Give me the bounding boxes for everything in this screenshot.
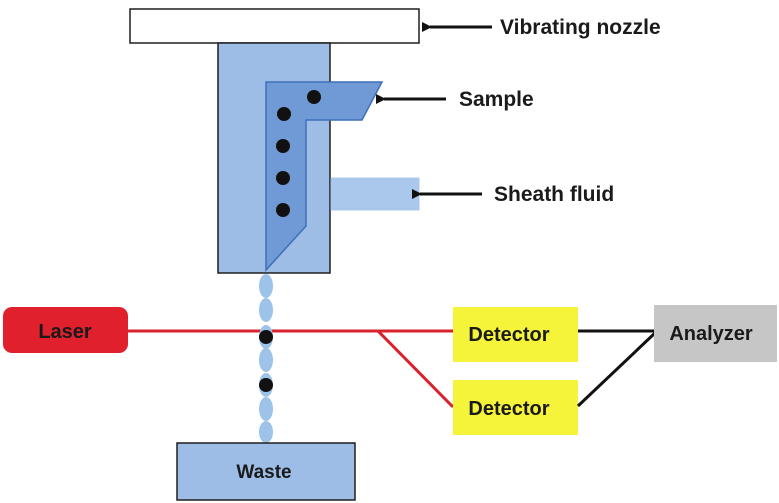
laser-label: Laser (38, 321, 92, 343)
pointer-arrows (376, 22, 492, 199)
vibrating-nozzle-label: Vibrating nozzle (500, 16, 661, 39)
cell-dot-icon (259, 378, 273, 392)
droplet-icon (259, 298, 273, 322)
cell-dot-icon (276, 203, 290, 217)
droplet-icon (259, 421, 273, 443)
sample-label: Sample (459, 88, 534, 111)
connection-detector-2 (576, 331, 657, 408)
laser-source (3, 307, 128, 353)
detector-1-label: Detector (468, 324, 549, 346)
vibrating-nozzle (129, 8, 420, 44)
detector-1 (453, 307, 578, 362)
analyzer-connections (576, 329, 657, 408)
laser-beam-scatter (376, 329, 458, 408)
cell-dot-icon (307, 90, 321, 104)
sheath-fluid-inlet (330, 177, 420, 211)
analyzer (654, 305, 777, 362)
droplet-icon (259, 274, 273, 298)
cell-dot-icon (276, 171, 290, 185)
cell-dot-icon (259, 330, 273, 344)
sample-cells (276, 90, 321, 217)
waste-container (176, 442, 356, 501)
droplet-icon (259, 348, 273, 372)
sheath-fluid-label: Sheath fluid (494, 183, 614, 206)
droplet-stream (259, 274, 273, 443)
cell-dot-icon (277, 107, 291, 121)
cell-dot-icon (276, 139, 290, 153)
sample-channel (265, 81, 384, 272)
detector-2-label: Detector (468, 398, 549, 420)
detector-2 (453, 380, 578, 435)
waste-label: Waste (236, 462, 291, 483)
droplet-icon (259, 397, 273, 421)
analyzer-label: Analyzer (669, 323, 753, 345)
laser-beams (128, 329, 458, 408)
